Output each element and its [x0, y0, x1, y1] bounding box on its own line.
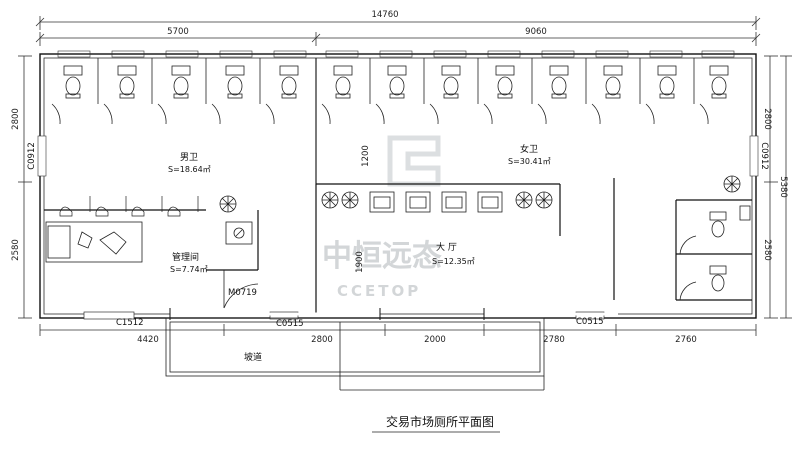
dim-women-stall: 1200 [361, 145, 371, 167]
dim-bottom-1: 4420 [137, 335, 159, 345]
hall-room-area: S=12.35㎡ [432, 257, 475, 266]
dim-bottom-2: 2800 [311, 335, 333, 345]
dim-hall-depth: 1900 [355, 251, 365, 273]
window-bottom-left-code: C0515 [276, 319, 304, 329]
dim-right-lower: 2580 [762, 239, 772, 261]
toilet-stalls [51, 58, 729, 184]
top-windows [57, 50, 735, 58]
office-room-name: 管理间 [172, 251, 199, 263]
window-right-code: C0912 [759, 142, 769, 170]
office-furniture [45, 221, 253, 263]
dim-bottom-3: 2000 [424, 335, 446, 345]
watermark-text-cn: 中恒远态 [322, 239, 442, 274]
plant-icon [535, 191, 553, 209]
men-room-name: 男卫 [180, 152, 198, 163]
plant-icon [515, 191, 533, 209]
window-left-code: C0912 [27, 142, 37, 170]
ramp-label: 坡道 [244, 351, 262, 363]
women-room-name: 女卫 [520, 143, 538, 155]
dim-bottom-5: 2760 [675, 335, 697, 345]
side-windows [37, 135, 759, 177]
plant-icon [723, 175, 741, 193]
dim-top-right: 9060 [525, 27, 547, 37]
women-room-area: S=30.41㎡ [508, 157, 551, 166]
window-c1512-code: C1512 [116, 318, 144, 328]
dim-right-upper: 2800 [762, 108, 772, 130]
sink-icon [225, 221, 253, 245]
plant-icon [341, 191, 359, 209]
dim-bottom-4: 2780 [543, 335, 565, 345]
dim-left-upper: 2800 [11, 108, 21, 130]
dim-overall: 14760 [371, 10, 398, 20]
plant-icon [321, 191, 339, 209]
office-door [223, 270, 259, 309]
dim-left-lower: 2580 [11, 239, 21, 261]
drawing-title: 交易市场厕所平面图 [386, 414, 494, 429]
ramp [165, 317, 545, 391]
plant-icons [219, 175, 741, 213]
watermark-text-en: CCETOP [337, 282, 421, 300]
accessible-fixtures [679, 205, 751, 301]
watermark-logo-icon [387, 135, 441, 187]
dimension-lines [18, 16, 792, 336]
door-code: M0719 [228, 288, 257, 298]
men-room-area: S=18.64㎡ [168, 165, 211, 174]
window-bottom-right-code: C0515 [576, 317, 604, 327]
dim-right-total: 5380 [778, 176, 788, 198]
urinal-row [59, 196, 199, 217]
hall-room-name: 大 厅 [436, 241, 457, 253]
office-room-area: S=7.74㎡ [170, 265, 208, 274]
watermark: 中恒远态 CCETOP [322, 135, 442, 300]
interior-walls [44, 178, 752, 314]
toilet-icon [63, 65, 83, 99]
dim-top-left: 5700 [167, 27, 189, 37]
entrance-opening [169, 308, 618, 320]
wash-basins [369, 191, 503, 213]
plant-icon [219, 195, 237, 213]
